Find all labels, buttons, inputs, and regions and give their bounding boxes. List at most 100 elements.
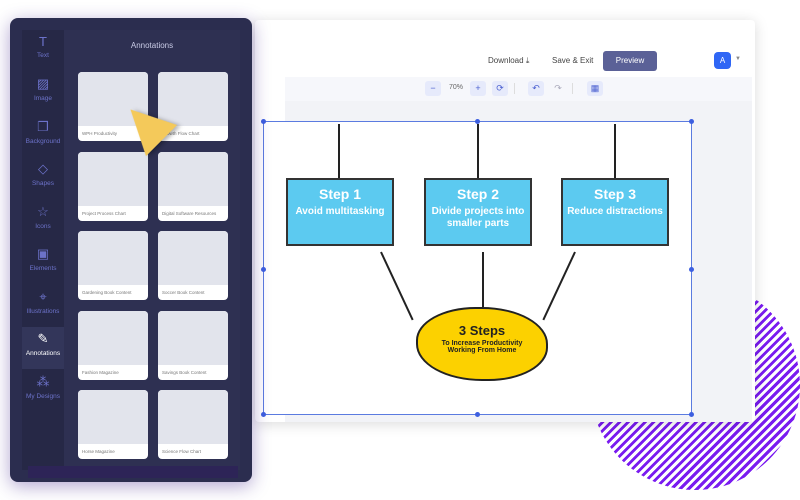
zoom-in-button[interactable]: + (470, 81, 486, 96)
template-thumbnail (158, 310, 228, 365)
top-bar: Download ⤓ Save & Exit Preview A ▼ (255, 48, 755, 74)
sidebar-item-image[interactable]: ▨ Image (22, 72, 64, 114)
zoom-level: 70% (449, 84, 464, 91)
avatar[interactable]: A (714, 52, 731, 69)
sidebar-item-label: My Designs (26, 393, 60, 400)
sidebar-item-elements[interactable]: ▣ Elements (22, 242, 64, 284)
arrow (542, 251, 576, 321)
sidebar-item-label: Shapes (31, 180, 55, 187)
download-button[interactable]: Download ⤓ (488, 56, 529, 66)
download-label: Download (488, 56, 524, 65)
canvas-toolbar: − 70% + ⟳ ↶ ↷ ▦ (285, 77, 752, 101)
template-card[interactable]: Fashion Magazine (78, 310, 148, 380)
redo-icon[interactable]: ↷ (554, 83, 562, 93)
resize-handle[interactable] (689, 412, 694, 417)
step-card-2[interactable]: Step 2 Divide projects into smaller parts (424, 178, 532, 246)
template-thumbnail (78, 310, 148, 365)
template-card[interactable]: Science Flow Chart (158, 390, 228, 459)
sidebar-item-my-designs[interactable]: ⁂ My Designs (22, 370, 64, 412)
panel-title: Annotations (130, 41, 174, 50)
resize-handle[interactable] (261, 412, 266, 417)
center-title: 3 Steps (458, 323, 506, 338)
step-text: Divide projects into smaller parts (431, 206, 525, 229)
save-exit-button[interactable]: Save & Exit (552, 56, 594, 65)
template-label: Soccer Book Content (162, 290, 205, 295)
resize-handle[interactable] (689, 267, 694, 272)
sidebar-item-label: Annotations (25, 350, 61, 357)
arrow (380, 251, 414, 321)
template-card[interactable]: Savings Book Content (158, 310, 228, 380)
template-thumbnail (158, 151, 228, 206)
template-label: Gardening Book Content (82, 290, 132, 295)
sidebar-item-label: Background (25, 138, 61, 145)
template-label: Horse Magazine (82, 449, 115, 454)
my-designs-icon: ⁂ (36, 374, 50, 389)
icons-icon: ☆ (37, 204, 49, 219)
sidebar-item-label: Elements (29, 265, 57, 272)
sidebar-item-label: Illustrations (26, 308, 60, 315)
sidebar-item-icons[interactable]: ☆ Icons (22, 200, 64, 242)
undo-icon[interactable]: ↶ (528, 81, 544, 96)
template-thumbnail (158, 390, 228, 444)
grid-icon[interactable]: ▦ (587, 81, 603, 96)
template-card[interactable]: Digital Software Resources (158, 151, 228, 221)
sidebar-item-label: Image (33, 95, 53, 102)
center-cloud[interactable]: 3 Steps To Increase Productivity Working… (416, 307, 548, 381)
hanging-string (338, 124, 340, 178)
template-card[interactable]: Gardening Book Content (78, 231, 148, 300)
template-card[interactable]: Project Process Chart (78, 151, 148, 221)
sidebar-item-background[interactable]: ❐ Background (22, 115, 64, 157)
hanging-string (614, 124, 616, 178)
side-panel: T Text ▨ Image ❐ Background ◇ Shapes ☆ Icons ▣ Elem… (10, 18, 252, 482)
chevron-down-icon[interactable]: ▼ (735, 56, 741, 62)
text-icon: T (39, 34, 47, 49)
arrow (482, 252, 484, 307)
download-icon: ⤓ (525, 56, 530, 65)
preview-button[interactable]: Preview (603, 51, 657, 71)
template-label: Digital Software Resources (162, 210, 217, 216)
hanging-string (477, 124, 479, 178)
resize-handle[interactable] (261, 119, 266, 124)
image-icon: ▨ (36, 76, 50, 91)
template-card[interactable]: WPH Productivity (78, 72, 148, 141)
template-label: Growth Flow Chart (162, 131, 200, 136)
sidebar-item-annotations[interactable]: ✎ Annotations (22, 327, 64, 369)
background-icon: ❐ (37, 119, 49, 134)
elements-icon: ▣ (36, 246, 50, 261)
template-label: Savings Book Content (162, 369, 207, 375)
template-card[interactable]: Horse Magazine (78, 390, 148, 459)
template-thumbnail (78, 231, 148, 285)
step-title: Step 2 (456, 186, 499, 202)
panel-footer (28, 466, 238, 478)
template-thumbnail (158, 231, 228, 285)
step-title: Step 1 (318, 186, 361, 202)
zoom-out-button[interactable]: − (425, 81, 441, 96)
sidebar-item-shapes[interactable]: ◇ Shapes (22, 157, 64, 199)
template-thumbnail (78, 390, 148, 444)
template-label: Fashion Magazine (82, 369, 119, 375)
sidebar-item-text[interactable]: T Text (22, 30, 64, 72)
resize-handle[interactable] (261, 267, 266, 272)
center-text: To Increase Productivity Working From Ho… (441, 340, 523, 354)
reset-zoom-icon[interactable]: ⟳ (492, 81, 508, 96)
sidebar-item-label: Icons (35, 223, 51, 230)
illustrations-icon: ⌖ (39, 289, 47, 304)
template-thumbnail (78, 151, 148, 206)
sidebar-item-label: Text (37, 52, 49, 59)
resize-handle[interactable] (689, 119, 694, 124)
resize-handle[interactable] (475, 119, 480, 124)
divider (572, 83, 573, 94)
template-label: Science Flow Chart (162, 449, 202, 454)
template-label: WPH Productivity (82, 131, 118, 136)
resize-handle[interactable] (475, 412, 480, 417)
template-card[interactable]: Growth Flow Chart (158, 72, 228, 141)
annotations-icon: ✎ (37, 331, 49, 346)
template-card[interactable]: Soccer Book Content (158, 231, 228, 300)
template-thumbnail (158, 72, 228, 126)
divider (514, 83, 515, 94)
sidebar-item-illustrations[interactable]: ⌖ Illustrations (22, 285, 64, 327)
shapes-icon: ◇ (38, 161, 48, 176)
